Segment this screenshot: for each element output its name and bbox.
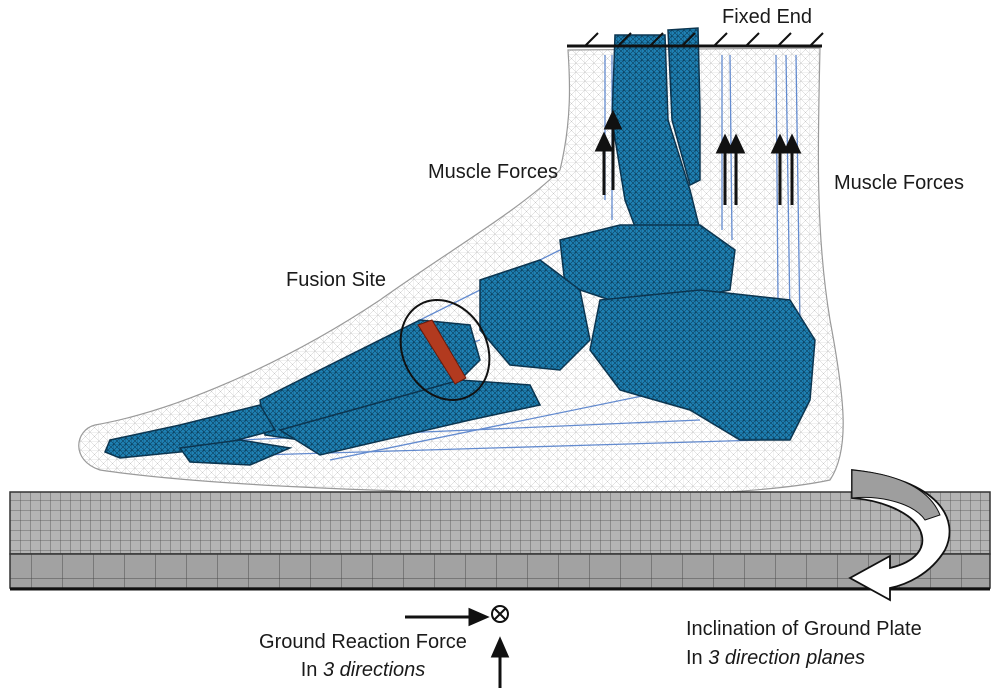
incl-line2: In 3 direction planes: [686, 644, 922, 673]
ground-plate-bottom: [10, 554, 990, 588]
grf-line1: Ground Reaction Force: [238, 628, 488, 656]
out-of-plane-force-icon: [492, 606, 508, 622]
ground-plate-top: [10, 492, 990, 554]
grf-caption: Ground Reaction Force In 3 directions: [238, 628, 488, 684]
fusion-site-label: Fusion Site: [286, 269, 386, 292]
fixed-end-label: Fixed End: [722, 6, 812, 29]
incl-line1: Inclination of Ground Plate: [686, 615, 922, 644]
inclination-caption: Inclination of Ground Plate In 3 directi…: [686, 615, 922, 673]
grf-line2: In 3 directions: [238, 656, 488, 684]
muscle-forces-left-label: Muscle Forces: [428, 161, 558, 184]
muscle-forces-right-label: Muscle Forces: [834, 172, 964, 195]
